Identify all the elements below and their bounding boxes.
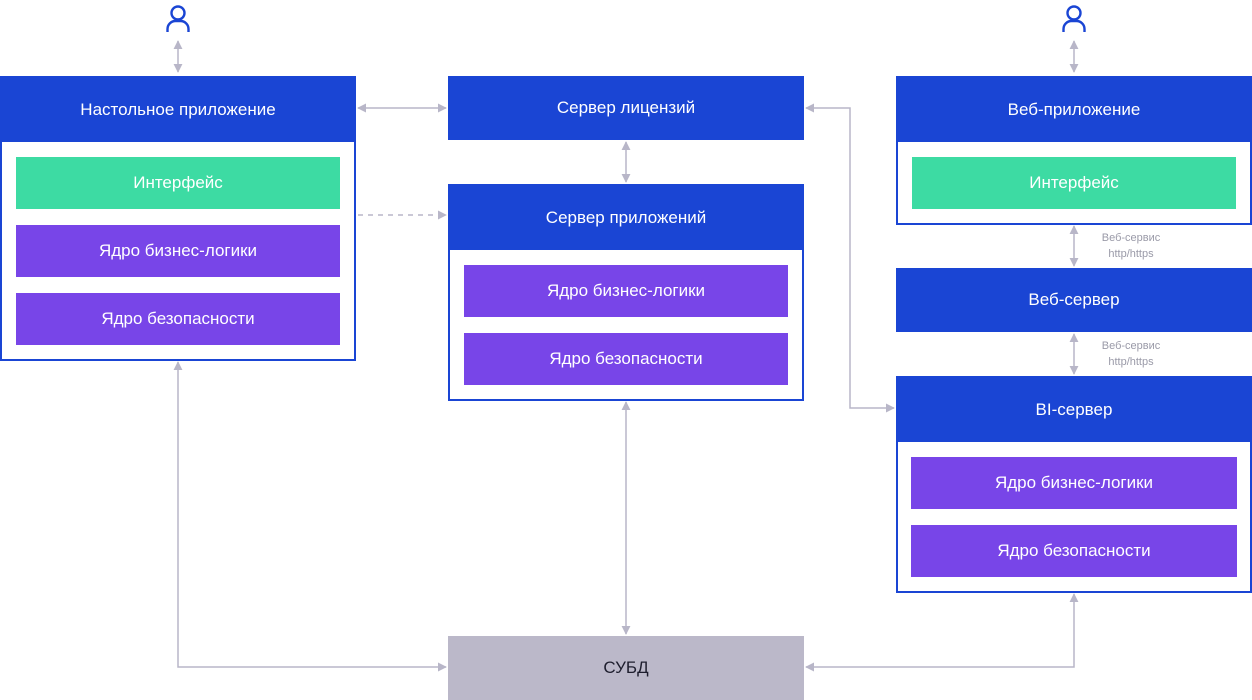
link-label-webapp-webserver: Веб-сервис http/https: [1086, 230, 1176, 262]
link-label-webserver-biserver: Веб-сервис http/https: [1086, 338, 1176, 370]
web-app-title: Веб-приложение: [898, 78, 1250, 142]
desktop-app-title: Настольное приложение: [2, 78, 354, 142]
app-server-security-core: Ядро безопасности: [464, 333, 788, 385]
link-label-line: Веб-сервис: [1101, 340, 1161, 352]
user-icon: [1062, 5, 1086, 32]
web-server-block: Веб-сервер: [896, 268, 1252, 332]
link-label-line: Веб-сервис: [1101, 232, 1161, 244]
desktop-security-core: Ядро безопасности: [16, 293, 340, 345]
desktop-interface: Интерфейс: [16, 157, 340, 209]
bi-server-security-core: Ядро безопасности: [911, 525, 1237, 577]
connector-license-biserver: [805, 103, 895, 413]
bi-server-block: BI-сервер Ядро бизнес-логики Ядро безопа…: [896, 376, 1252, 593]
user-icon: [166, 5, 190, 32]
bi-server-title: BI-сервер: [898, 378, 1250, 442]
dbms-block: СУБД: [448, 636, 804, 700]
app-server-title: Сервер приложений: [450, 186, 802, 250]
connector-desktop-dbms: [173, 361, 447, 672]
link-label-line: http/https: [1108, 356, 1154, 368]
app-server-business-logic-core: Ядро бизнес-логики: [464, 265, 788, 317]
web-app-interface: Интерфейс: [912, 157, 1236, 209]
web-app-block: Веб-приложение Интерфейс: [896, 76, 1252, 225]
license-server-block: Сервер лицензий: [448, 76, 804, 140]
app-server-block: Сервер приложений Ядро бизнес-логики Ядр…: [448, 184, 804, 401]
link-label-line: http/https: [1108, 248, 1154, 260]
bi-server-business-logic-core: Ядро бизнес-логики: [911, 457, 1237, 509]
desktop-app-block: Настольное приложение Интерфейс Ядро биз…: [0, 76, 356, 361]
connector-biserver-dbms: [805, 593, 1079, 672]
desktop-business-logic-core: Ядро бизнес-логики: [16, 225, 340, 277]
